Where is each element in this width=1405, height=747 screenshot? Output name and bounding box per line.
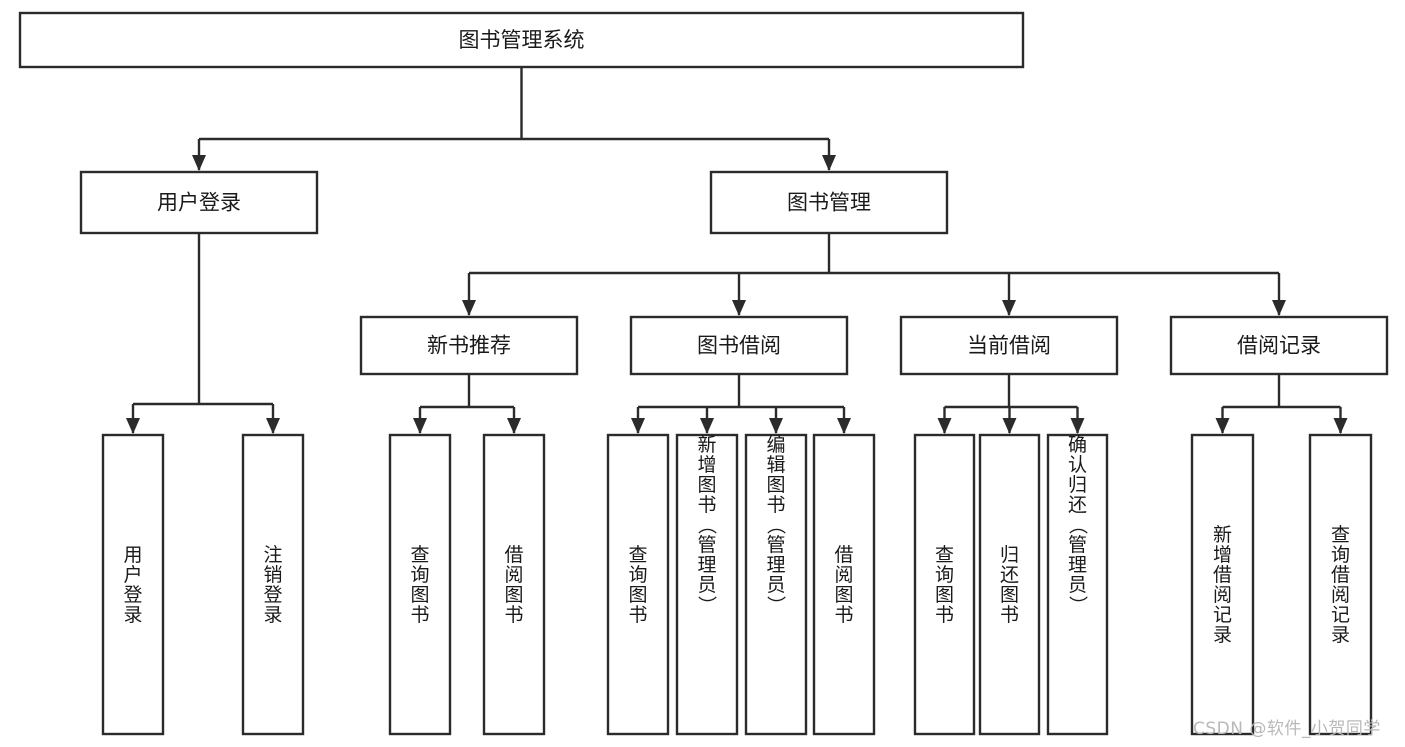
- node-box-leaf-return-book[interactable]: [978, 433, 1041, 736]
- node-box-borrow-record[interactable]: [1169, 315, 1389, 376]
- arrow-head-icon: [1215, 418, 1230, 434]
- node-box-leaf-borrow-book-new[interactable]: [482, 433, 546, 736]
- csdn-watermark: CSDN @软件_小贺同学: [1193, 719, 1381, 739]
- node-box-leaf-query-book-new[interactable]: [388, 433, 452, 736]
- node-box-new-book-rec[interactable]: [359, 315, 579, 376]
- node-label-book-borrow: 图书借阅: [697, 334, 781, 358]
- arrow-head-icon: [192, 155, 206, 171]
- node-label-new-book-rec: 新书推荐: [427, 334, 511, 358]
- arrow-head-icon: [769, 418, 783, 434]
- arrow-head-icon: [700, 418, 714, 434]
- edges-layer: [126, 67, 1348, 434]
- arrow-head-icon: [732, 300, 746, 316]
- arrow-head-icon: [266, 418, 280, 434]
- arrow-head-icon: [1002, 300, 1016, 316]
- arrow-head-icon: [126, 418, 140, 434]
- node-box-book-manage[interactable]: [709, 170, 949, 235]
- node-box-user-login[interactable]: [79, 170, 319, 235]
- arrow-head-icon: [507, 418, 521, 434]
- node-label-book-manage: 图书管理: [787, 191, 871, 215]
- arrow-head-icon: [822, 155, 836, 171]
- node-box-leaf-user-login[interactable]: [101, 433, 165, 736]
- node-box-leaf-query-book-borrow[interactable]: [606, 433, 670, 736]
- arrow-head-icon: [1070, 418, 1085, 434]
- arrow-head-icon: [631, 418, 645, 434]
- node-box-leaf-add-record[interactable]: [1190, 433, 1255, 736]
- node-box-leaf-confirm-return[interactable]: [1046, 433, 1109, 736]
- arrow-head-icon: [837, 418, 851, 434]
- arrow-head-icon: [1272, 300, 1286, 316]
- node-label-current-borrow: 当前借阅: [967, 334, 1051, 358]
- node-box-leaf-add-book[interactable]: [675, 433, 739, 736]
- node-box-root[interactable]: [18, 11, 1025, 69]
- node-box-current-borrow[interactable]: [899, 315, 1119, 376]
- node-box-leaf-logout[interactable]: [241, 433, 305, 736]
- node-box-leaf-edit-book[interactable]: [744, 433, 808, 736]
- node-box-leaf-query-record[interactable]: [1308, 433, 1373, 736]
- arrow-head-icon: [462, 300, 476, 316]
- node-label-borrow-record: 借阅记录: [1237, 334, 1321, 358]
- node-label-user-login: 用户登录: [157, 191, 241, 215]
- arrow-head-icon: [413, 418, 427, 434]
- node-box-leaf-query-book-cur[interactable]: [913, 433, 976, 736]
- arrow-head-icon: [1002, 418, 1017, 434]
- node-box-leaf-borrow-book[interactable]: [812, 433, 876, 736]
- arrow-head-icon: [1333, 418, 1348, 434]
- node-label-root: 图书管理系统: [459, 28, 585, 52]
- arrow-head-icon: [937, 418, 952, 434]
- boxes-layer: [18, 11, 1389, 736]
- node-box-book-borrow[interactable]: [629, 315, 849, 376]
